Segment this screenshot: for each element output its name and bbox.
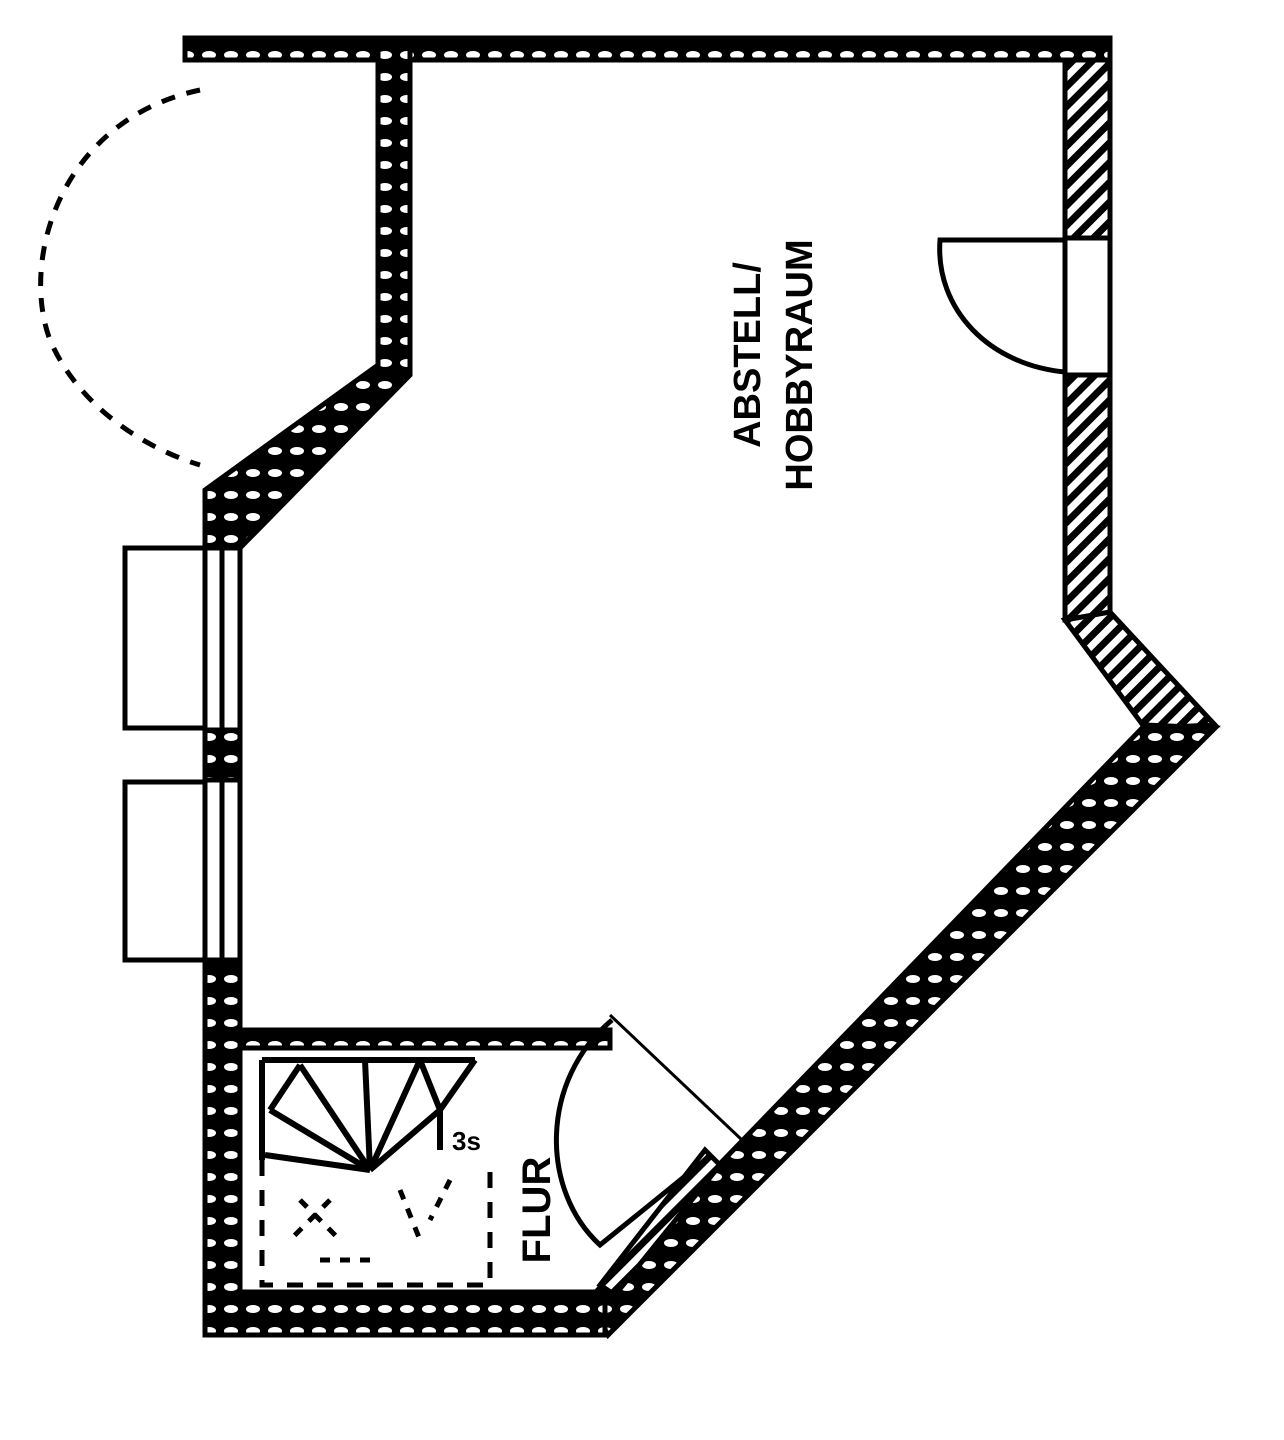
- room-label-flur: FLUR: [515, 1157, 559, 1264]
- flur-partition: [237, 1027, 613, 1051]
- walls: [182, 35, 1221, 1340]
- room-label-hobbyraum: HOBBYRAUM: [779, 239, 821, 490]
- top-wall: [182, 35, 1113, 63]
- spiral-stair: [259, 1057, 493, 1288]
- left-wall-mid: [202, 727, 243, 783]
- interior-wall: [202, 35, 413, 551]
- room-label-abstell: ABSTELL/: [727, 262, 769, 448]
- right-wall-upper: [1062, 57, 1113, 241]
- flur-door-swing: [553, 1018, 707, 1249]
- right-door-swing: [937, 237, 1066, 375]
- right-door-opening: [1062, 235, 1113, 378]
- flur-door-leaf: [608, 1013, 744, 1142]
- doors: [38, 87, 1113, 1249]
- windows: [122, 545, 243, 963]
- window-sill-lower: [122, 779, 208, 963]
- window-sill-upper: [122, 545, 208, 731]
- right-wall-lower: [1062, 372, 1113, 623]
- southeast-diagonal-wall: [584, 722, 1221, 1340]
- exterior-door-swing: [38, 87, 201, 468]
- bottom-wall: [202, 1289, 608, 1338]
- stair-mark: 3s: [452, 1126, 481, 1156]
- left-wall-lower: [202, 957, 243, 1298]
- northeast-diagonal-wall: [1060, 609, 1221, 731]
- flur-inner-wall: [596, 1146, 724, 1299]
